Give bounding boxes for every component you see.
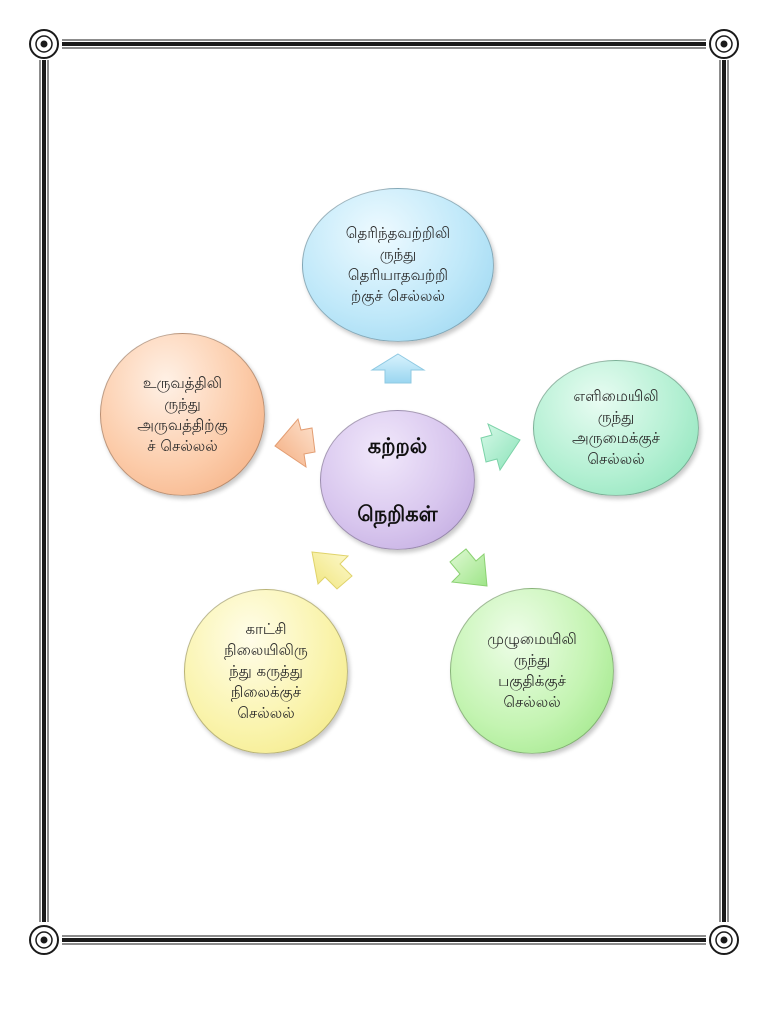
node-right-text: எளிமையிலி ருந்து அருமைக்குச் செல்லல் bbox=[572, 387, 660, 468]
node-left-text: உருவத்திலி ருந்து அருவத்திற்கு ச் செல்லல… bbox=[137, 373, 228, 455]
center-title: கற்றல் நெறிகள் bbox=[345, 395, 449, 565]
node-bottom-right-text: முழுமையிலி ருந்து பகுதிக்குச் செல்லல் bbox=[487, 630, 577, 711]
node-center-learning-principles: கற்றல் நெறிகள் bbox=[320, 410, 475, 550]
node-top-text: தெரிந்தவற்றிலி ருந்து தெரியாதவற்றி ற்குச… bbox=[345, 224, 451, 305]
node-whole-to-part: முழுமையிலி ருந்து பகுதிக்குச் செல்லல் bbox=[450, 588, 614, 754]
center-title-line2: நெறிகள் bbox=[357, 502, 438, 526]
node-concrete-to-abstract: காட்சி நிலையிலிரு ந்து கருத்து நிலைக்குச… bbox=[184, 589, 348, 754]
corner-ornament-bottom-left bbox=[29, 925, 59, 955]
node-simple-to-complex: எளிமையிலி ருந்து அருமைக்குச் செல்லல் bbox=[533, 360, 699, 496]
corner-ornament-bottom-right bbox=[709, 925, 739, 955]
arrow-up bbox=[370, 353, 426, 384]
arrow-right bbox=[480, 422, 521, 472]
arrow-left bbox=[274, 417, 316, 469]
corner-ornament-top-left bbox=[29, 29, 59, 59]
node-known-to-unknown: தெரிந்தவற்றிலி ருந்து தெரியாதவற்றி ற்குச… bbox=[302, 188, 494, 342]
arrow-bottom-right bbox=[449, 548, 488, 587]
node-form-to-formless: உருவத்திலி ருந்து அருவத்திற்கு ச் செல்லல… bbox=[100, 333, 265, 496]
corner-ornament-top-right bbox=[709, 29, 739, 59]
arrow-bottom-left bbox=[311, 551, 353, 590]
node-bottom-left-text: காட்சி நிலையிலிரு ந்து கருத்து நிலைக்குச… bbox=[224, 620, 308, 722]
center-title-line1: கற்றல் bbox=[367, 434, 428, 458]
